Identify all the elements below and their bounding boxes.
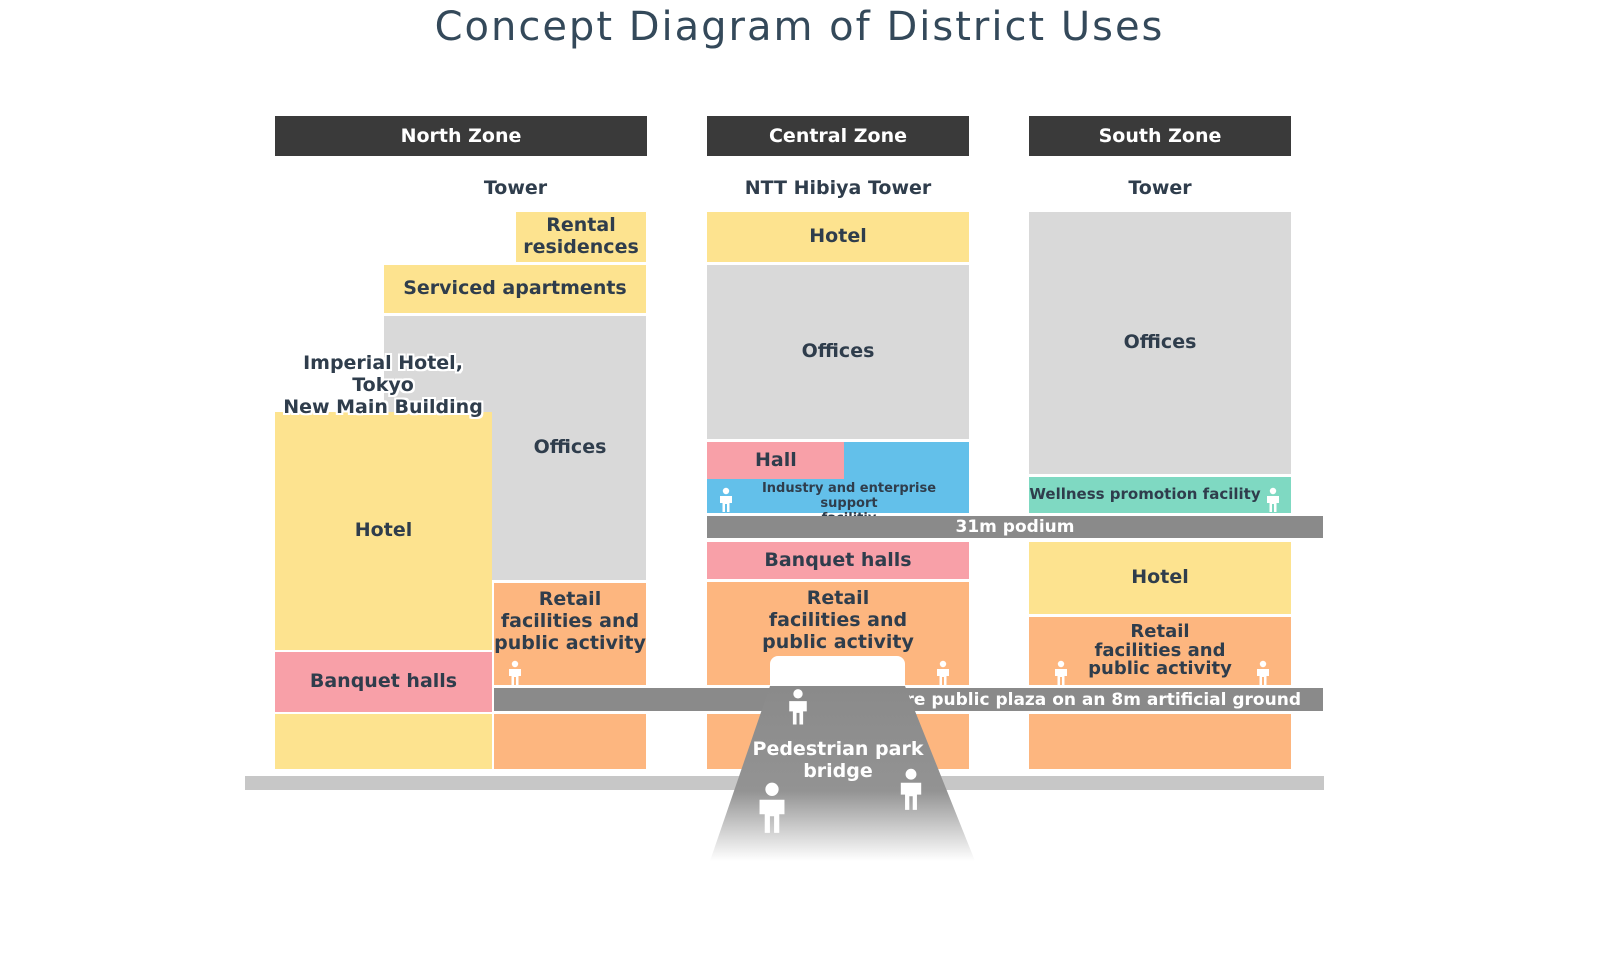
person-icon: [759, 782, 785, 833]
person-icon: [1257, 660, 1269, 685]
person-icon: [509, 660, 521, 685]
south-offices: Offices: [1029, 212, 1291, 474]
person-icon: [720, 487, 732, 512]
south-tower-label: Tower: [1128, 177, 1192, 199]
person-icon: [789, 689, 807, 725]
central-tower-label: NTT Hibiya Tower: [744, 177, 932, 199]
south-zone-header: South Zone: [1029, 116, 1291, 156]
south-base-retail: [1029, 714, 1291, 769]
north-building-label: Imperial Hotel, Tokyo New Main Building: [283, 352, 483, 418]
north-base-hotel: [275, 714, 492, 769]
central-zone-header: Central Zone: [707, 116, 969, 156]
person-icon: [1055, 660, 1067, 685]
person-icon: [1267, 487, 1279, 512]
central-hotel: Hotel: [707, 212, 969, 262]
person-icon: [937, 660, 949, 685]
central-passage-opening: [770, 656, 905, 688]
north-serviced-apartments: Serviced apartments: [384, 265, 646, 313]
central-hall: Hall: [707, 442, 844, 479]
central-banquet-halls: Banquet halls: [707, 542, 969, 579]
diagram-title: Concept Diagram of District Uses: [434, 4, 1165, 50]
north-base-retail: [494, 714, 646, 769]
north-tower-label: Tower: [483, 177, 548, 199]
north-zone-header: North Zone: [275, 116, 647, 156]
bridge-label: Pedestrian park bridge: [752, 738, 924, 782]
south-wellness: Wellness promotion facility: [1029, 477, 1291, 513]
podium-band: 31m podium: [707, 516, 1323, 538]
north-rental-residences: Rental residences: [516, 212, 646, 262]
central-offices: Offices: [707, 265, 969, 439]
person-icon: [900, 768, 922, 810]
north-hotel: Hotel: [275, 412, 492, 650]
north-retail: Retail facilities and public activity: [494, 583, 646, 685]
south-retail: Retail facilities and public activity: [1029, 617, 1291, 685]
south-hotel: Hotel: [1029, 542, 1291, 614]
north-banquet-halls: Banquet halls: [275, 652, 492, 712]
